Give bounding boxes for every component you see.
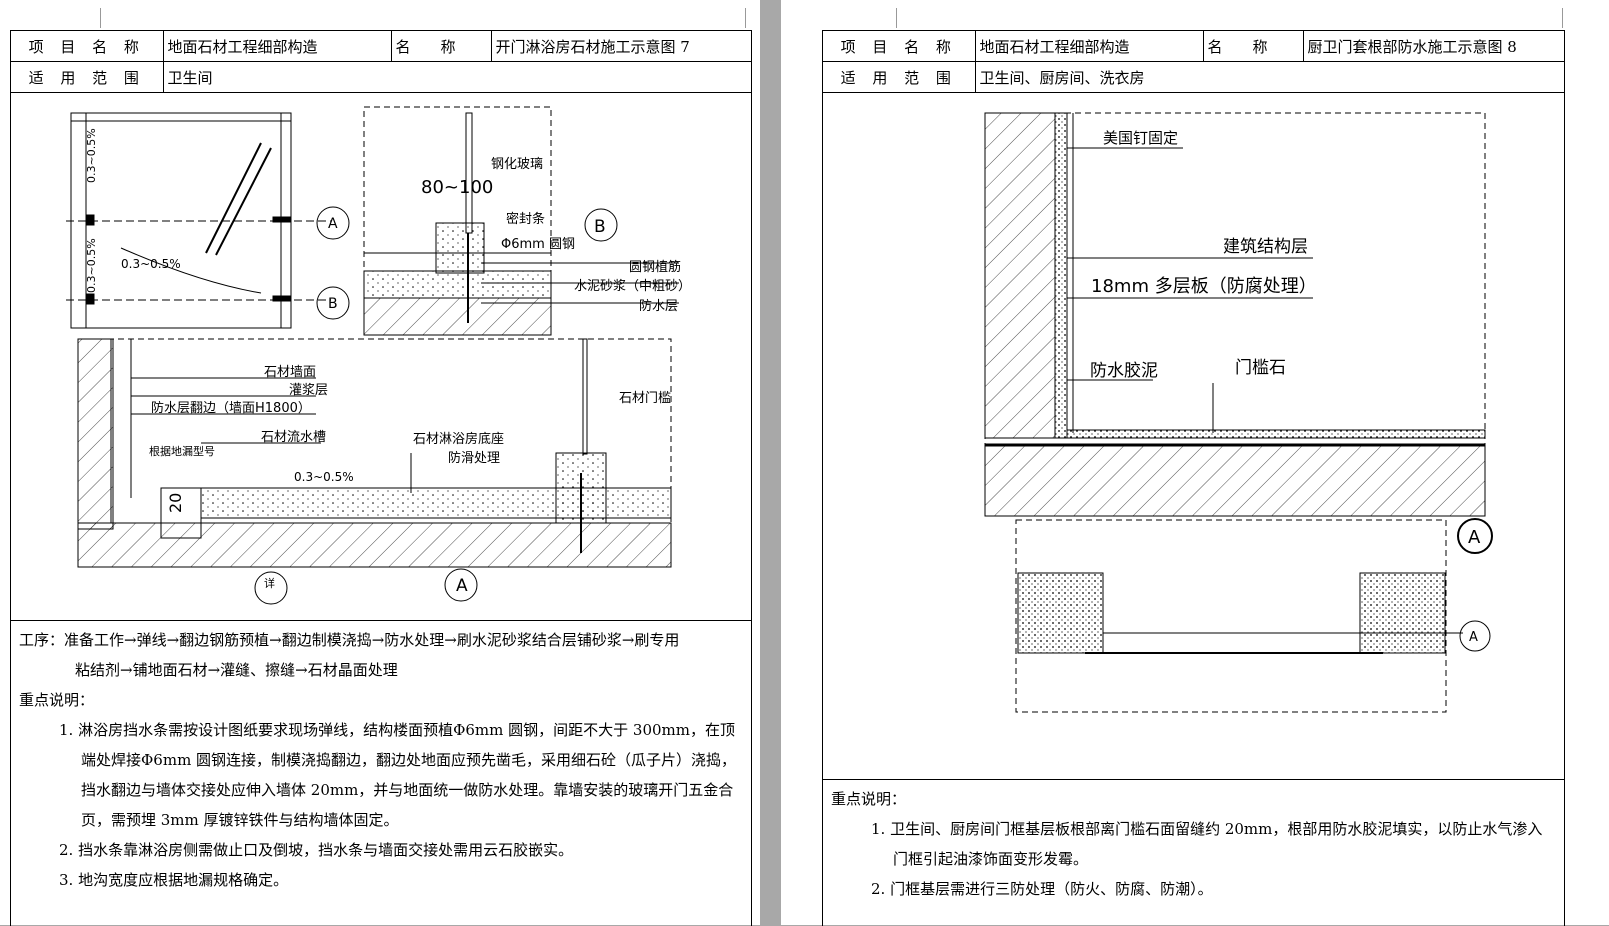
label-dim20: 20 [166, 493, 185, 513]
label-channel: 石材流水槽 [261, 430, 326, 445]
right-sheet: 项 目 名 称 地面石材工程细部构造 名 称 厨卫门套根部防水施工示意图 8 适… [822, 30, 1565, 926]
note-item: 1. 卫生间、厨房间门框基层板根部离门槛石面留缝约 20mm，根部用防水胶泥填实… [871, 820, 1543, 868]
left-notes: 工序：准备工作→弹线→翻边钢筋预植→翻边制模浇捣→防水处理→刷水泥砂浆结合层铺砂… [11, 621, 751, 899]
page-corner-mark [896, 8, 897, 28]
process-line-2: 粘结剂→铺地面石材→灌缝、擦缝→石材晶面处理 [75, 661, 398, 679]
left-drawing-svg: 0.3~0.5% 0.3~0.5% 0.3~0.5% A B 80~100 [66, 106, 691, 605]
plan-marker-a: A [328, 216, 338, 232]
key-notes-title: 重点说明： [831, 790, 907, 808]
label-threshold: 石材门槛 [619, 391, 671, 406]
detail-dimension: 80~100 [421, 177, 493, 198]
project-value: 地面石材工程细部构造 [162, 31, 392, 62]
name-value: 开门淋浴房石材施工示意图 7 [490, 31, 751, 62]
note-item: 2. 门框基层需进行三防处理（防火、防腐、防潮）。 [871, 880, 1213, 898]
label-threshold: 门槛石 [1235, 358, 1286, 378]
detail-ref-marker: 详 [264, 576, 275, 590]
scope-value: 卫生间、厨房间、洗衣房 [974, 61, 1564, 93]
name-label: 名 称 [1202, 31, 1304, 62]
label-waterproof: 防水层 [639, 298, 678, 314]
detail-b-marker: B [594, 217, 606, 237]
label-seal: 密封条 [506, 211, 545, 227]
left-drawing: 0.3~0.5% 0.3~0.5% 0.3~0.5% A B 80~100 [11, 93, 751, 621]
label-wall-stone: 石材墙面 [264, 365, 316, 380]
note-item: 1. 淋浴房挡水条需按设计图纸要求现场弹线，结构楼面预植Φ6mm 圆钢，间距不大… [59, 721, 737, 829]
label-glass: 钢化玻璃 [491, 157, 543, 172]
left-sheet: 项 目 名 称 地面石材工程细部构造 名 称 开门淋浴房石材施工示意图 7 适 … [10, 30, 752, 926]
page-corner-mark [1562, 8, 1563, 28]
label-antislip: 防滑处理 [448, 450, 500, 466]
right-drawing-svg: 美国钉固定 建筑结构层 18mm 多层板（防腐处理） 防水胶泥 门槛石 A A [984, 112, 1493, 713]
label-structure: 建筑结构层 [1223, 237, 1308, 257]
shower-plan [66, 112, 350, 329]
label-nail: 美国钉固定 [1103, 129, 1178, 147]
process-line-1: 工序：准备工作→弹线→翻边钢筋预植→翻边制模浇捣→防水处理→刷水泥砂浆结合层铺砂… [19, 631, 680, 649]
label-mortar: 水泥砂浆（中粗砂） [574, 279, 691, 294]
plan-slope-floor: 0.3~0.5% [121, 257, 181, 271]
right-notes: 重点说明： 1. 卫生间、厨房间门框基层板根部离门槛石面留缝约 20mm，根部用… [823, 780, 1564, 908]
scope-value: 卫生间 [162, 61, 751, 93]
name-label: 名 称 [390, 31, 492, 62]
scope-label: 适 用 范 围 [11, 61, 164, 93]
project-value: 地面石材工程细部构造 [974, 31, 1204, 62]
key-notes-title: 重点说明： [19, 691, 95, 709]
label-sealant: 防水胶泥 [1090, 361, 1158, 381]
right-drawing: 美国钉固定 建筑结构层 18mm 多层板（防腐处理） 防水胶泥 门槛石 A A [823, 93, 1564, 780]
label-grout: 灌浆层 [289, 383, 328, 398]
left-page: 项 目 名 称 地面石材工程细部构造 名 称 开门淋浴房石材施工示意图 7 适 … [0, 0, 760, 926]
detail-a-marker: A [456, 576, 468, 596]
label-drain: 根据地漏型号 [149, 444, 215, 458]
section-marker-a: A [1468, 527, 1481, 548]
detail-b-section [363, 106, 618, 336]
scope-label: 适 用 范 围 [823, 61, 976, 93]
label-rod: Φ6mm 圆钢 [501, 237, 575, 252]
plan-slope-bottom: 0.3~0.5% [85, 238, 98, 293]
label-wp-up: 防水层翻边（墙面H1800） [151, 400, 311, 416]
label-base: 石材淋浴房底座 [413, 431, 504, 447]
door-frame-section [984, 112, 1493, 713]
plan-marker-a: A [1469, 630, 1478, 645]
name-value: 厨卫门套根部防水施工示意图 8 [1302, 31, 1564, 62]
label-board: 18mm 多层板（防腐处理） [1091, 276, 1317, 297]
plan-marker-b: B [328, 296, 338, 312]
label-rebar: 圆钢植筋 [629, 259, 681, 275]
project-label: 项 目 名 称 [823, 31, 976, 62]
page-corner-mark [100, 8, 101, 28]
project-label: 项 目 名 称 [11, 31, 164, 62]
shower-section-a [77, 338, 672, 605]
note-item: 2. 挡水条靠淋浴房侧需做止口及倒坡，挡水条与墙面交接处需用云石胶嵌实。 [59, 841, 574, 859]
page-corner-mark [745, 8, 746, 28]
left-header-table: 项 目 名 称 地面石材工程细部构造 名 称 开门淋浴房石材施工示意图 7 适 … [11, 31, 751, 93]
note-item: 3. 地沟宽度应根据地漏规格确定。 [59, 871, 289, 889]
right-page: 项 目 名 称 地面石材工程细部构造 名 称 厨卫门套根部防水施工示意图 8 适… [781, 0, 1609, 926]
section-slope: 0.3~0.5% [294, 470, 354, 484]
right-header-table: 项 目 名 称 地面石材工程细部构造 名 称 厨卫门套根部防水施工示意图 8 适… [823, 31, 1564, 93]
plan-slope-top: 0.3~0.5% [85, 128, 98, 183]
